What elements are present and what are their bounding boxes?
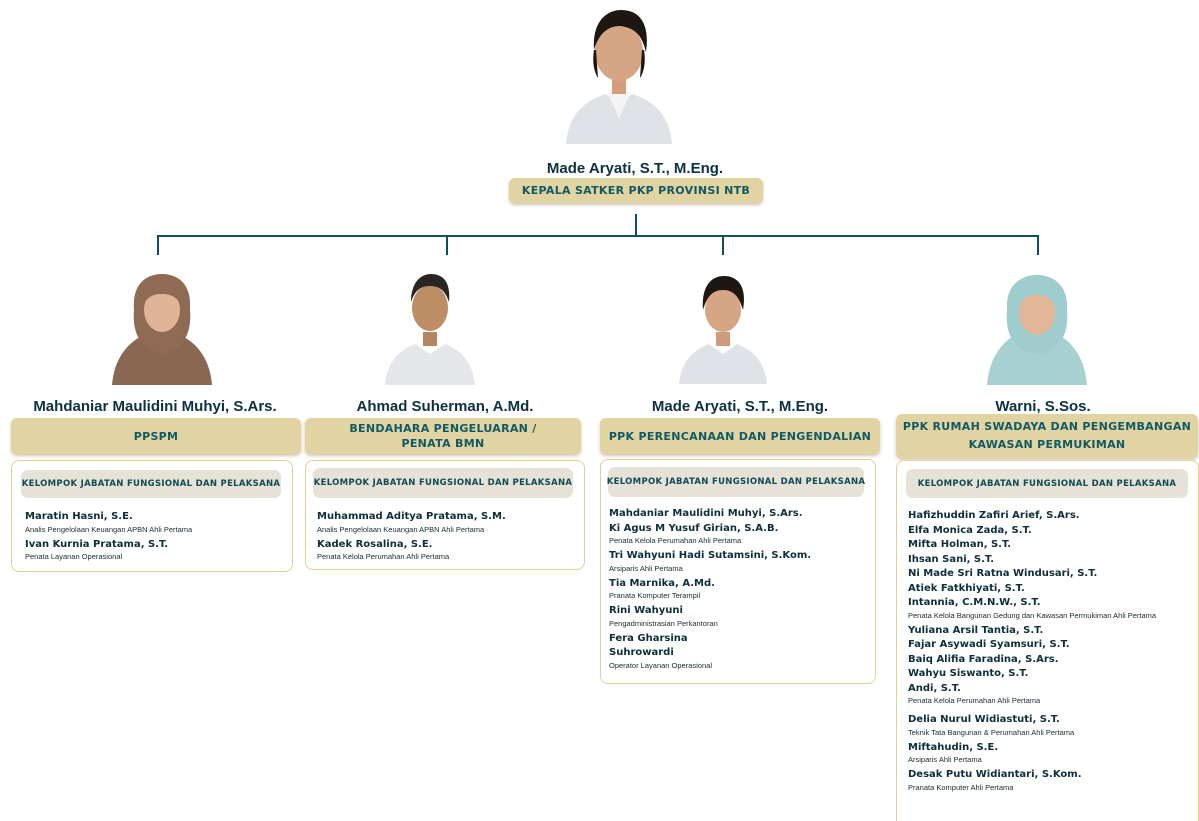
connector-drop-1 [157,235,159,255]
member-name: Desak Putu Widiantari, S.Kom. [908,769,1082,780]
member-name: Muhammad Aditya Pratama, S.M. [317,511,506,522]
member-name: Mifta Holman, S.T. [908,539,1012,550]
member-name: Mahdaniar Maulidini Muhyi, S.Ars. [609,508,803,519]
member-name: Suhrowardi [609,647,674,658]
member-title: Analis Pengelolaan Keuangan APBN Ahli Pe… [25,524,193,534]
head-role-badge: KEPALA SATKER PKP PROVINSI NTB [509,178,763,203]
member-name: Miftahudin, S.E. [908,741,999,753]
unit4-group-panel [896,460,1199,821]
member-name: Ki Agus M Yusuf Girian, S.A.B. [609,522,779,534]
member-name: Elfa Monica Zada, S.T. [908,524,1032,536]
unit2-role-badge: BENDAHARA PENGELUARAN / PENATA BMN [305,418,581,454]
member-title: Penata Kelola Bangunan Gedung dan Kawasa… [908,610,1157,620]
unit2-group-title: KELOMPOK JABATAN FUNGSIONAL DAN PELAKSAN… [313,468,573,498]
member-name: Yuliana Arsil Tantia, S.T. [908,624,1044,636]
member-name: Fera Gharsina [609,632,688,644]
unit3-member-list: Mahdaniar Maulidini Muhyi, S.Ars. Ki Agu… [609,507,811,674]
unit1-portrait [112,270,212,385]
member-name: Ni Made Sri Ratna Windusari, S.T. [908,568,1098,579]
head-name: Made Aryati, S.T., M.Eng. [546,160,724,177]
member-name: Delia Nurul Widiastuti, S.T. [908,714,1060,725]
unit4-role-line2: KAWASAN PERMUKIMAN [968,438,1126,451]
member-title: Arsiparis Ahli Pertama [908,755,982,764]
member-name: Tri Wahyuni Hadi Sutamsini, S.Kom. [609,550,812,561]
member-name: Tia Marnika, A.Md. [609,577,715,589]
connector-drop-3 [722,235,724,255]
member-name: Atiek Fatkhiyati, S.T. [908,582,1025,594]
member-title: Pranata Komputer Terampil [609,591,701,600]
unit4-role-line1: PPK RUMAH SWADAYA DAN PENGEMBANGAN [902,420,1192,433]
member-title: Analis Pengelolaan Keuangan APBN Ahli Pe… [317,524,485,534]
member-name: Ivan Kurnia Pratama, S.T. [25,538,169,550]
member-name: Wahyu Siswanto, S.T. [908,668,1029,679]
unit2-role-line2: PENATA BMN [401,437,485,450]
unit4-portrait [987,273,1087,385]
member-title: Penata Kelola Perumahan Ahli Pertama [317,552,450,561]
connector-bus [157,235,1039,237]
member-name: Fajar Asywadi Syamsuri, S.T. [908,639,1070,650]
unit3-name: Made Aryati, S.T., M.Eng. [651,398,829,415]
member-name: Rini Wahyuni [609,605,683,616]
unit4-member-list: Hafizhuddin Zafiri Arief, S.Ars. Elfa Mo… [908,509,1156,796]
unit1-name: Mahdaniar Maulidini Muhyi, S.Ars. [33,398,277,415]
member-title: Arsiparis Ahli Pertama [609,563,683,573]
unit4-role-badge: PPK RUMAH SWADAYA DAN PENGEMBANGAN KAWAS… [896,414,1198,458]
unit3-role-badge: PPK PERENCANAAN DAN PENGENDALIAN [600,418,880,454]
member-name: Maratin Hasni, S.E. [25,511,133,522]
connector-trunk [635,214,637,236]
unit1-group-title: KELOMPOK JABATAN FUNGSIONAL DAN PELAKSAN… [21,470,281,498]
member-title: Operator Layanan Operasional [609,660,712,670]
member-name: Ihsan Sani, S.T. [908,553,995,565]
member-name: Andi, S.T. [908,682,961,694]
unit2-member-list: Muhammad Aditya Pratama, S.M. Analis Pen… [317,510,506,565]
unit4-group-title: KELOMPOK JABATAN FUNGSIONAL DAN PELAKSAN… [906,469,1188,498]
connector-drop-2 [446,235,448,255]
member-name: Baiq Alifia Faradina, S.Ars. [908,653,1059,665]
unit2-role-line1: BENDAHARA PENGELUARAN / [349,422,537,435]
unit4-name: Warni, S.Sos. [995,398,1091,415]
connector-drop-4 [1037,235,1039,255]
member-name: Hafizhuddin Zafiri Arief, S.Ars. [908,510,1080,521]
member-name: Kadek Rosalina, S.E. [317,538,433,550]
member-title: Pranata Komputer Ahli Pertama [908,782,1014,792]
member-title: Penata Layanan Operasional [25,552,123,561]
head-portrait [564,6,674,144]
unit2-portrait [385,270,475,385]
unit3-group-title: KELOMPOK JABATAN FUNGSIONAL DAN PELAKSAN… [607,467,865,497]
member-title: Penata Kelola Perumahan Ahli Pertama [908,696,1041,705]
member-name: Intannia, C.M.N.W., S.T. [908,597,1041,608]
member-title: Teknik Tata Bangunan & Perumahan Ahli Pe… [908,727,1075,737]
unit3-portrait [679,272,767,384]
member-title: Penata Kelola Perumahan Ahli Pertama [609,536,742,545]
unit1-member-list: Maratin Hasni, S.E. Analis Pengelolaan K… [25,510,192,565]
unit2-name: Ahmad Suherman, A.Md. [356,398,534,415]
member-title: Pengadministrasian Perkantoran [609,618,718,628]
unit1-role-badge: PPSPM [11,418,301,454]
